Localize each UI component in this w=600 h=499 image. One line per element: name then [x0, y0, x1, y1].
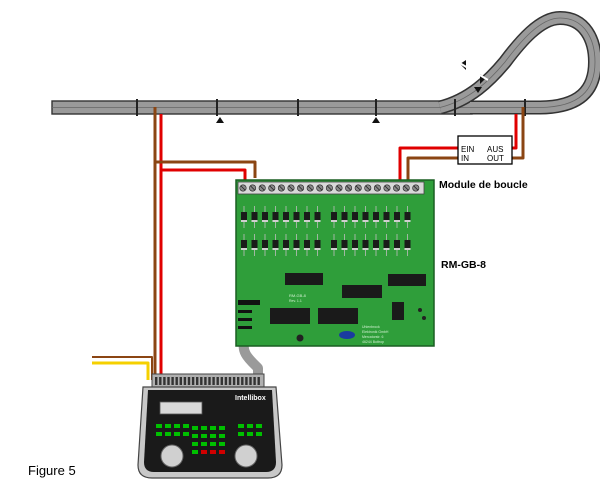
loop-module: EIN IN AUS OUT Module de boucle: [439, 135, 528, 191]
wire-yellow-aux: [92, 361, 150, 380]
terminal-block: [237, 181, 425, 195]
board-silkscreen-info: Uhlenbrock Elektronik GmbH Mercatorstr. …: [362, 325, 389, 344]
connector-header: [238, 300, 260, 329]
module-in-label: IN: [461, 154, 469, 163]
diode-row-lower: [241, 234, 411, 256]
led: [296, 334, 304, 342]
board-silkscreen-rev: Rev. 1.1: [289, 299, 302, 303]
loop-module-box: [457, 135, 513, 165]
controller-brand: Intellibox: [235, 395, 266, 402]
intellibox-controller: Intellibox: [137, 373, 283, 479]
ic-chips: [270, 273, 426, 324]
rm-gb-8-board: RM-GB-8 Rev. 1.1 Uhlenbrock Elektronik G…: [235, 179, 435, 347]
wire-brown-module-in: [406, 156, 458, 180]
crystal: [339, 331, 355, 339]
track: [51, 10, 600, 123]
controller-keys: [156, 424, 262, 454]
wire-brown-board: [155, 160, 257, 178]
module-ein-label: EIN: [461, 145, 475, 154]
svg-text:Uhlenbrock: Uhlenbrock: [362, 325, 380, 329]
svg-text:Mercatorstr. 6: Mercatorstr. 6: [362, 335, 383, 339]
wire-red-module-in: [398, 146, 458, 180]
module-out-label: OUT: [487, 154, 504, 163]
svg-text:46244 Bottrop: 46244 Bottrop: [362, 340, 384, 344]
wire-brown-module-out: [512, 107, 525, 160]
diode-row-upper: [241, 206, 411, 228]
controller-display: [159, 401, 203, 415]
wire-red-board: [161, 168, 247, 180]
figure-caption: Figure 5: [28, 463, 76, 478]
rail-joints: [136, 99, 526, 116]
left-knob: [160, 444, 184, 468]
board-label: RM-GB-8: [441, 259, 486, 271]
board-silkscreen-name: RM-GB-8: [289, 293, 307, 298]
svg-text:Elektronik GmbH: Elektronik GmbH: [362, 330, 389, 334]
loop-module-name: Module de boucle: [439, 179, 528, 191]
right-knob: [234, 444, 258, 468]
connector-pins: [155, 377, 260, 385]
wire-red-module-out: [512, 114, 518, 150]
module-aus-label: AUS: [487, 145, 503, 154]
wire-brown-aux: [92, 356, 153, 380]
